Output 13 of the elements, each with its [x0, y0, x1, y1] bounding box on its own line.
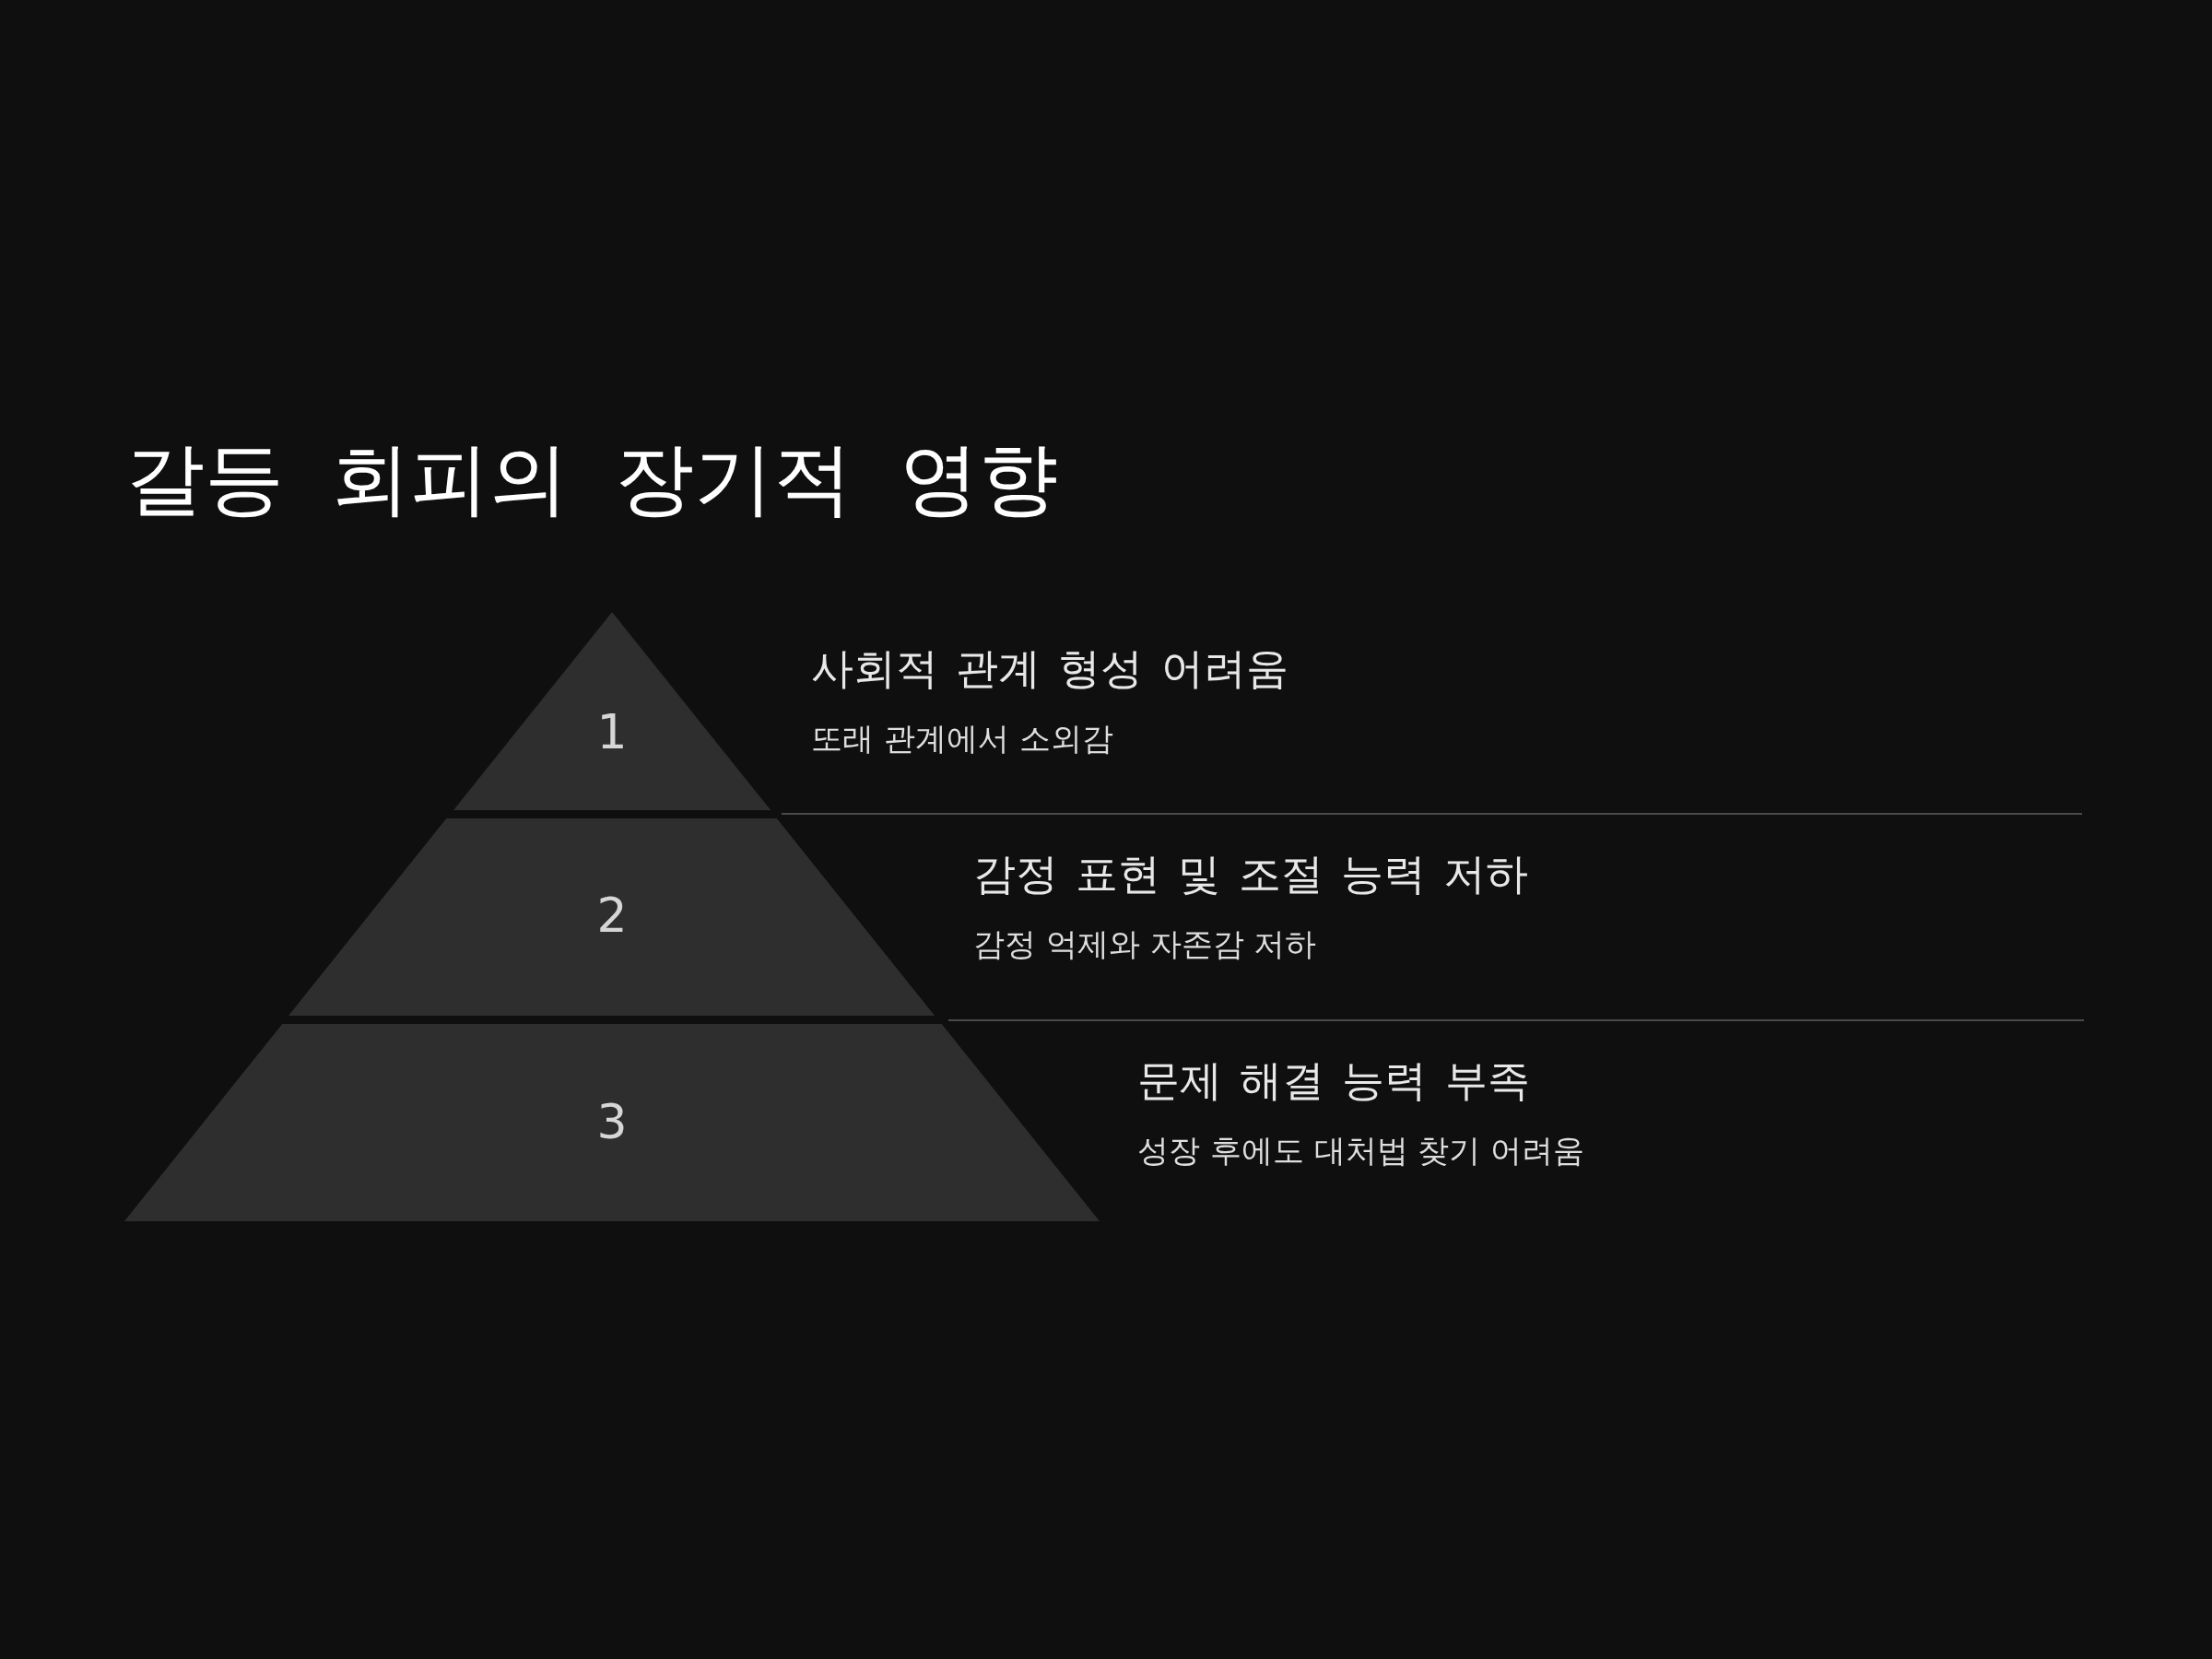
pyramid-tier — [288, 818, 935, 1016]
tier-number: 3 — [596, 1098, 628, 1146]
tier-number: 1 — [596, 708, 628, 756]
tier-description: 성장 후에도 대처법 찾기 어려움 — [1137, 1132, 1585, 1170]
tier-heading: 감정 표현 및 조절 능력 저하 — [973, 849, 1529, 900]
tier-heading: 문제 해결 능력 부족 — [1137, 1055, 1530, 1107]
pyramid-tier — [124, 1024, 1100, 1221]
tier-description: 또래 관계에서 소외감 — [811, 720, 1113, 758]
tier-heading: 사회적 관계 형성 어려움 — [811, 643, 1288, 695]
title: 갈등 회피의 장기적 영향 — [125, 433, 1058, 524]
pyramid-tier — [453, 612, 771, 810]
tier-description: 감정 억제와 자존감 저하 — [973, 925, 1317, 963]
tier-number: 2 — [596, 891, 628, 939]
